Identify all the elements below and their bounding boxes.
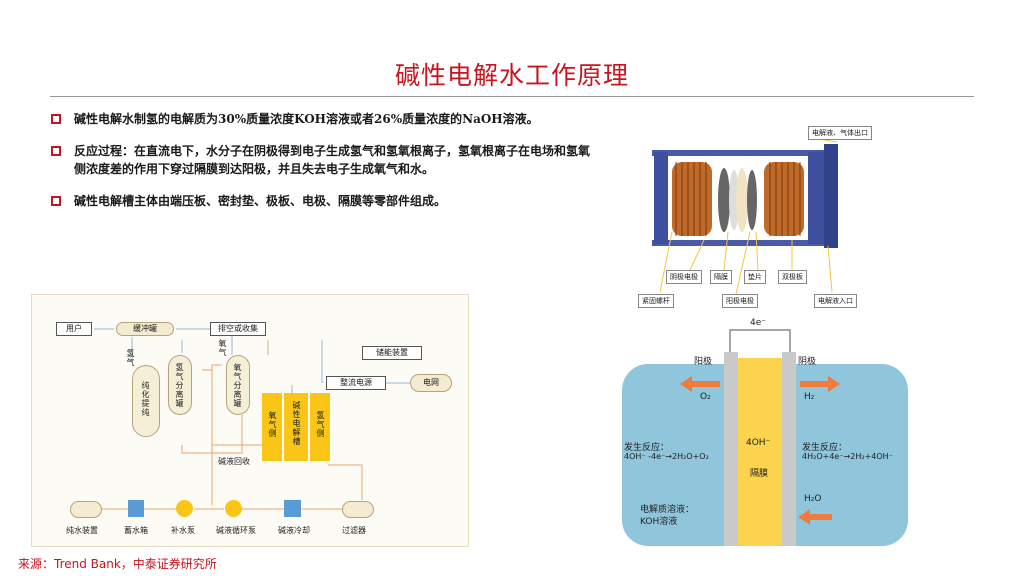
water-tank-label: 蓄水箱: [124, 526, 148, 535]
anode-reaction: 4OH⁻ -4e⁻→2H₂O+O₂: [624, 452, 709, 461]
purifier-label: 纯化提纯: [141, 381, 150, 417]
feed-pump-unit: [176, 500, 193, 517]
lye-cooling-unit: [284, 500, 301, 517]
rod-tag: 紧固螺杆: [638, 294, 674, 308]
user-box: 用户: [56, 322, 92, 336]
o2-side-label: 氧气侧: [268, 411, 277, 438]
cathode-label: 阴极: [798, 357, 817, 367]
electrolyzer-cell-o2: [262, 393, 282, 461]
electrolyzer-label: 碱性电解槽: [292, 401, 301, 446]
electrolysis-principle-diagram: 4e⁻ 阳极 阴极 O₂ H₂ 发生反应： 4OH⁻ -4e⁻→2H₂O+O₂ …: [620, 318, 910, 548]
pure-water-unit: [70, 501, 102, 518]
bullet-text: 碱性电解槽主体由端压板、密封垫、极板、电极、隔膜等零部件组成。: [74, 194, 447, 208]
bullet-item: 碱性电解水制氢的电解质为30%质量浓度KOH溶液或者26%质量浓度的NaOH溶液…: [50, 110, 590, 128]
inlet-tag: 电解液入口: [814, 294, 857, 308]
oxygen-gas-label: 氧气: [218, 339, 227, 357]
membrane-label: 隔膜: [750, 469, 769, 479]
feed-pump-label: 补水泵: [171, 526, 195, 535]
outlet-tag: 电解液、气体出口: [808, 126, 872, 140]
hydrogen-gas-label: 氢气: [126, 349, 135, 367]
diaphragm-tag: 隔膜: [710, 270, 732, 284]
source-note: 来源：Trend Bank，中泰证券研究所: [18, 557, 217, 571]
filter-label: 过滤器: [342, 526, 366, 535]
bipolar-tag: 双极板: [778, 270, 807, 284]
anode-label: 阳极: [694, 357, 713, 367]
bullet-item: 反应过程：在直流电下，水分子在阴极得到电子生成氢气和氢氧根离子，氢氧根离子在电场…: [50, 142, 590, 178]
cathode-reaction: 4H₂O+4e⁻→2H₂+4OH⁻: [802, 452, 893, 461]
anode-tag: 阳极电极: [722, 294, 758, 308]
checkbox-bullet-icon: [51, 146, 61, 156]
cathode-reaction-label: 发生反应：: [802, 443, 848, 453]
cathode-tag: 阴极电极: [666, 270, 702, 284]
checkbox-bullet-icon: [51, 196, 61, 206]
electrolyzer-illustration: [652, 137, 838, 295]
anode-reaction-label: 发生反应：: [624, 443, 670, 453]
buffer-tank: 缓冲罐: [116, 322, 174, 336]
storage-box: 储能装置: [362, 346, 422, 360]
o2-separator-tank: [226, 355, 250, 415]
grid-pill: 电网: [410, 374, 452, 392]
purifier-tank: [132, 365, 160, 437]
electrolyzer-cell-core: [284, 393, 308, 461]
bullet-text: 碱性电解水制氢的电解质为30%质量浓度KOH溶液或者26%质量浓度的NaOH溶液…: [74, 112, 539, 126]
bullet-item: 碱性电解槽主体由端压板、密封垫、极板、电极、隔膜等零部件组成。: [50, 192, 590, 210]
page-title: 碱性电解水工作原理: [394, 61, 629, 90]
electrolyzer-device-diagram: 电解液、气体出口 阴极电极 隔膜 垫片 双极板 紧固螺杆 阳极电极 电解液入口: [632, 122, 887, 308]
vent-collect-box: 排空或收集: [210, 322, 266, 336]
water-tank-unit: [128, 500, 144, 517]
electrolyzer-cell-h2: [310, 393, 330, 461]
lye-pump-unit: [225, 500, 242, 517]
title-divider: [50, 96, 974, 97]
electron-label: 4e⁻: [750, 318, 767, 328]
hydroxide-label: 4OH⁻: [746, 438, 771, 448]
h2o-label: H₂O: [804, 494, 822, 504]
bullet-list: 碱性电解水制氢的电解质为30%质量浓度KOH溶液或者26%质量浓度的NaOH溶液…: [50, 110, 590, 224]
electrolyte-value: KOH溶液: [640, 517, 678, 527]
h2-separator-tank: [168, 355, 192, 415]
pure-water-label: 纯水装置: [66, 526, 98, 535]
lye-pump-label: 碱液循环泵: [216, 526, 256, 535]
o2-separator-label: 氧气分离罐: [233, 363, 242, 408]
lye-cooling-label: 碱液冷却: [278, 526, 310, 535]
checkbox-bullet-icon: [51, 114, 61, 124]
bullet-text: 反应过程：在直流电下，水分子在阴极得到电子生成氢气和氢氧根离子，氢氧根离子在电场…: [74, 144, 591, 176]
principle-illustration: [622, 329, 908, 546]
flow-connectors: [94, 328, 410, 510]
filter-unit: [342, 501, 374, 518]
h2-separator-label: 氢气分离罐: [175, 363, 184, 408]
rectifier-box: 整流电源: [326, 376, 386, 390]
lye-recovery-label: 碱液回收: [218, 457, 250, 466]
gasket-tag: 垫片: [744, 270, 766, 284]
h2-side-label: 氢气侧: [316, 411, 325, 438]
h2-label: H₂: [804, 392, 815, 402]
electrolyte-label: 电解质溶液：: [640, 505, 695, 515]
process-flow-diagram: 用户 缓冲罐 排空或收集 氢气 氧气 纯化提纯 氢气分离罐 氧气分离罐 储能装置…: [31, 294, 469, 547]
o2-label: O₂: [700, 392, 711, 402]
